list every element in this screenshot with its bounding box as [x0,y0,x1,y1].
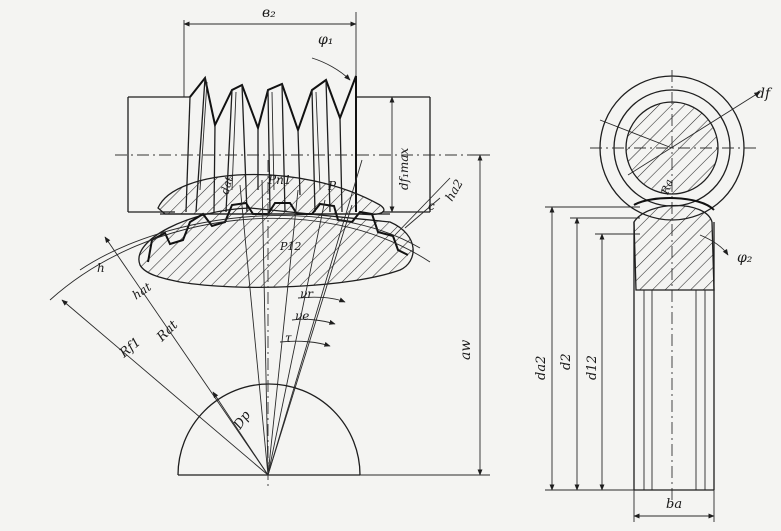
label-d12: d12 [585,355,600,380]
b2-dimension [183,12,357,97]
construction-rays [61,159,363,476]
label-h: h [97,261,105,275]
label-nu-r: νr [300,287,314,301]
aw-dimension [360,154,490,476]
label-tau: τ [285,331,292,345]
label-aw: aw [458,340,474,360]
label-da2: da2 [534,356,549,380]
label-p: P [327,179,337,193]
label-p12: P12 [279,240,301,253]
worm-threads [185,75,357,213]
pitch-semicircle [177,383,361,476]
label-ha2: ha2 [442,177,465,204]
label-df-right: df [756,86,773,102]
label-ba: ba [666,497,682,512]
label-rat: Rat [154,317,182,345]
worm-shaft [127,96,431,213]
label-r-right: Ra [658,177,676,197]
label-df1max: df₁max [397,148,411,190]
label-nu-e: νe [295,309,309,323]
right-view [545,70,761,522]
label-hat: hat [130,280,154,303]
label-phi2: φ₂ [737,250,753,266]
right-dimensions [545,206,715,522]
label-dp: Dp [230,408,254,433]
pitch-arc-inner [79,215,421,271]
label-d2: d2 [559,353,574,370]
label-rf1: Rf1 [116,335,144,362]
label-b2: в₂ [262,5,276,21]
label-c: c [428,199,435,213]
label-phi1: φ₁ [318,32,333,48]
gear-side-section [633,197,729,491]
label-pn1: Pn1 [267,173,291,187]
pitch-arc-outer [49,217,431,301]
left-view [49,12,490,490]
label-dat: dat [218,174,235,195]
